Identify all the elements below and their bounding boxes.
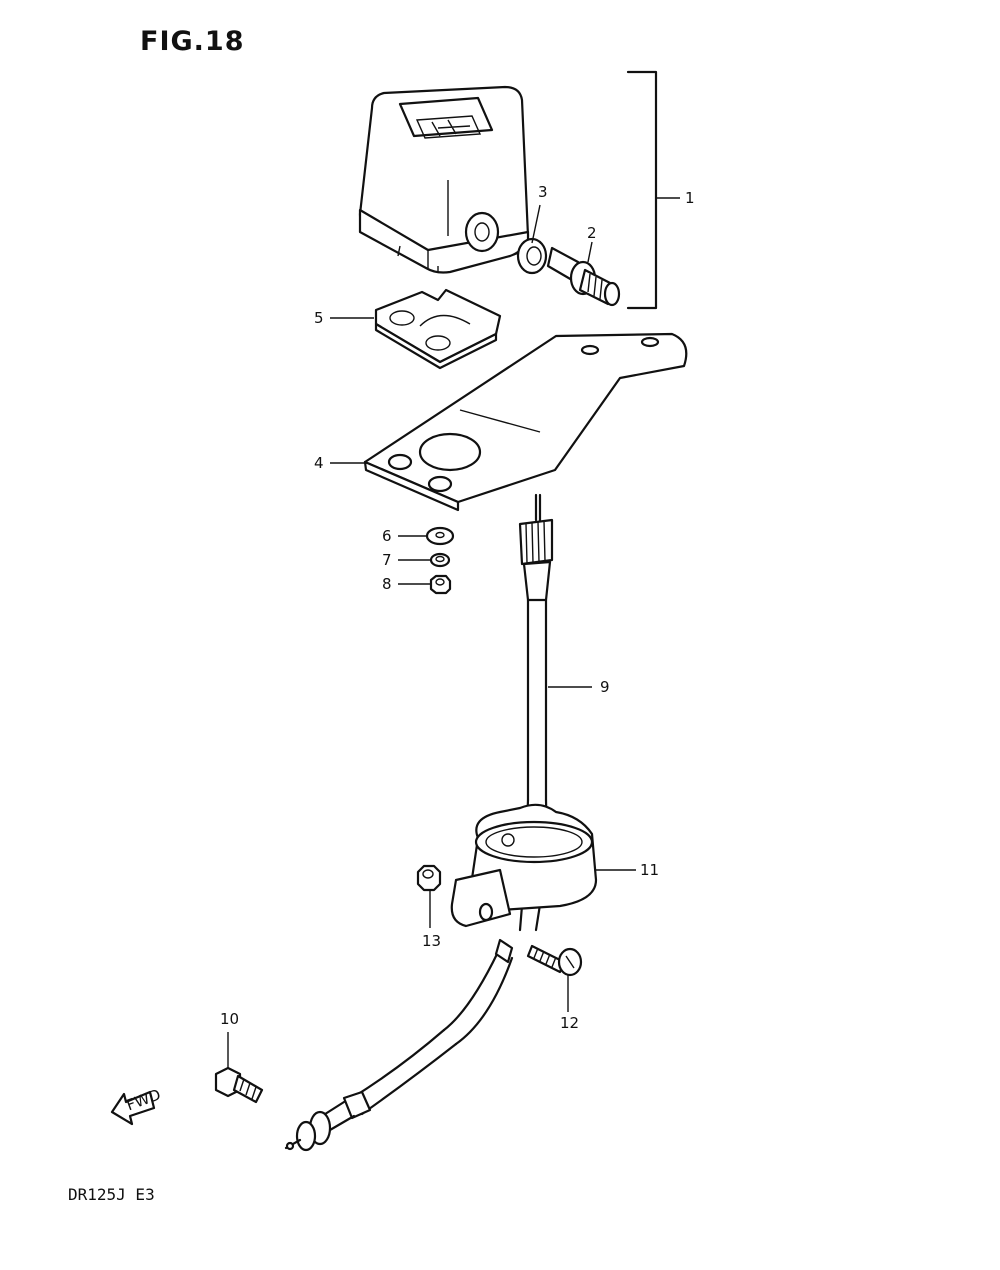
cable-clamp[interactable] [450,803,598,928]
clamp-screw[interactable] [526,944,583,977]
meter-bracket[interactable] [363,332,688,512]
forward-arrow-icon: FWD [110,1085,163,1126]
model-code: DR125J E3 [68,1185,155,1204]
callout-10: 10 [220,1010,239,1028]
callout-5: 5 [314,309,324,327]
speedometer-cable[interactable] [284,493,554,1152]
clamp-nut[interactable] [416,864,442,892]
cushion-plate[interactable] [374,288,502,370]
figure-title: FIG.18 [140,26,245,57]
callout-6: 6 [382,527,392,545]
speedometer-housing[interactable] [358,85,530,274]
washer[interactable] [425,526,455,546]
grommet[interactable] [516,204,548,275]
callout-13: 13 [422,932,441,950]
callout-7: 7 [382,551,392,569]
callout-1: 1 [685,189,695,207]
cable-connector[interactable] [546,241,621,307]
callout-labels: 1 2 3 4 5 6 7 8 9 10 11 12 13 [220,183,695,1032]
callout-11: 11 [640,861,659,879]
hub-bolt[interactable] [214,1066,264,1104]
nut[interactable] [429,574,452,595]
callout-leaders [227,70,680,1068]
callout-3: 3 [538,183,548,201]
callout-8: 8 [382,575,392,593]
callout-4: 4 [314,454,324,472]
callout-12: 12 [560,1014,579,1032]
callout-9: 9 [600,678,610,696]
lock-washer[interactable] [429,552,451,568]
callout-2: 2 [587,224,597,242]
